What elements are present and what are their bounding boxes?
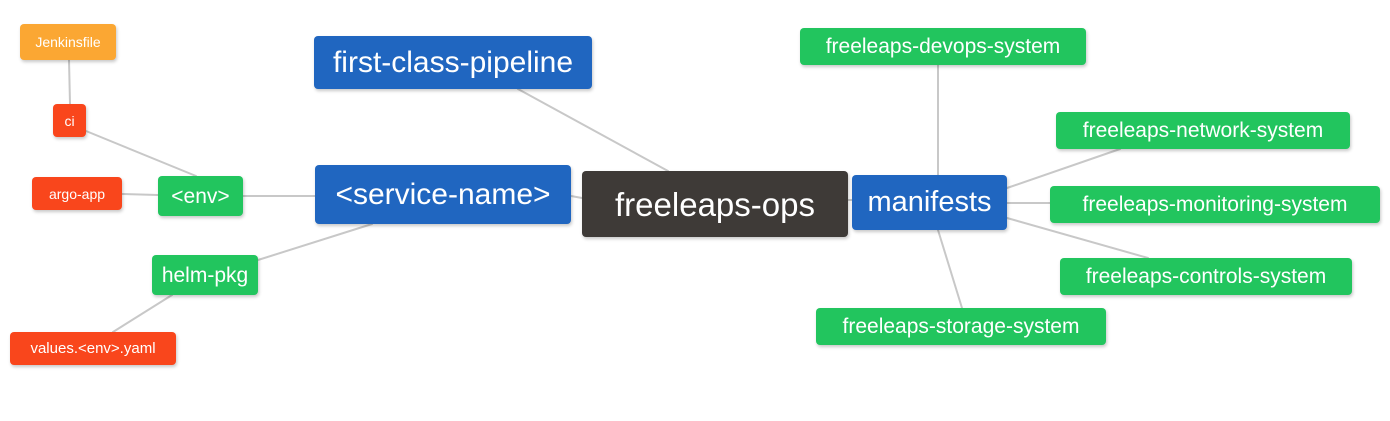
mindmap-node-label-freeleaps-storage-system: freeleaps-storage-system (842, 315, 1080, 338)
mindmap-node-label-freeleaps-ops: freeleaps-ops (615, 185, 815, 223)
mindmap-edge-e-argo-env (121, 193, 159, 196)
mindmap-node-label-ci: ci (64, 112, 75, 129)
mindmap-node-label-jenkinsfile: Jenkinsfile (35, 34, 101, 50)
mindmap-node-label-manifests: manifests (867, 186, 992, 218)
mindmap-node-label-freeleaps-devops-system: freeleaps-devops-system (825, 35, 1061, 58)
mindmap-node-label-freeleaps-controls-system: freeleaps-controls-system (1085, 265, 1327, 288)
mindmap-node-label-freeleaps-network-system: freeleaps-network-system (1082, 119, 1324, 142)
mindmap-edge-e-service-ops (570, 195, 583, 199)
mindmap-node-label-freeleaps-monitoring-system: freeleaps-monitoring-system (1082, 193, 1348, 216)
mindmap-node-freeleaps-monitoring-system[interactable]: freeleaps-monitoring-system (1050, 186, 1380, 223)
mindmap-node-freeleaps-storage-system[interactable]: freeleaps-storage-system (816, 308, 1106, 345)
mindmap-node-ci[interactable]: ci (53, 104, 86, 137)
mindmap-node-label-first-class-pipeline: first-class-pipeline (332, 45, 574, 79)
mindmap-node-values-yaml[interactable]: values.<env>.yaml (10, 332, 176, 365)
mindmap-node-freeleaps-network-system[interactable]: freeleaps-network-system (1056, 112, 1350, 149)
mindmap-node-freeleaps-ops[interactable]: freeleaps-ops (582, 171, 848, 237)
mindmap-edge-e-manifests-storage (937, 229, 963, 309)
mindmap-node-label-service-name: <service-name> (335, 177, 551, 211)
mindmap-edge-e-manifests-controls (1006, 217, 1149, 259)
mindmap-node-freeleaps-controls-system[interactable]: freeleaps-controls-system (1060, 258, 1352, 295)
mindmap-edge-e-jenkinsfile-ci (68, 59, 71, 105)
mindmap-node-jenkinsfile[interactable]: Jenkinsfile (20, 24, 116, 60)
mindmap-edge-e-ci-env (85, 130, 197, 177)
mindmap-node-label-helm-pkg: helm-pkg (161, 263, 249, 287)
mindmap-node-manifests[interactable]: manifests (852, 175, 1007, 230)
mindmap-node-first-class-pipeline[interactable]: first-class-pipeline (314, 36, 592, 89)
mindmap-edge-e-helm-service (257, 223, 373, 261)
mindmap-node-argo-app[interactable]: argo-app (32, 177, 122, 210)
mindmap-node-helm-pkg[interactable]: helm-pkg (152, 255, 258, 295)
mindmap-node-freeleaps-devops-system[interactable]: freeleaps-devops-system (800, 28, 1086, 65)
mindmap-node-env[interactable]: <env> (158, 176, 243, 216)
mindmap-edge-e-pipeline-ops (517, 88, 669, 172)
mindmap-edge-e-manifests-network (1006, 148, 1121, 189)
mindmap-node-label-env: <env> (171, 184, 230, 208)
mindmap-node-service-name[interactable]: <service-name> (315, 165, 571, 224)
mindmap-node-label-argo-app: argo-app (48, 185, 106, 202)
mindmap-edge-e-values-helm (112, 294, 173, 333)
mindmap-node-label-values-yaml: values.<env>.yaml (30, 340, 156, 357)
